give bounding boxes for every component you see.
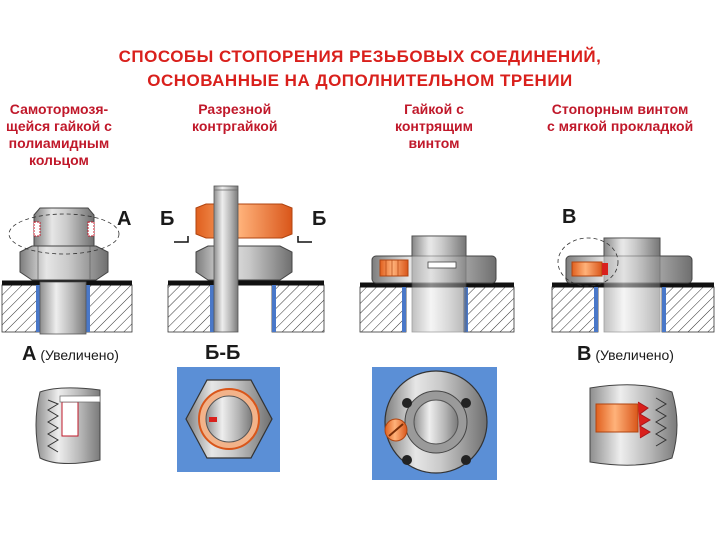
flange-view-panel bbox=[372, 367, 497, 480]
soft-gasket-zoom bbox=[637, 401, 651, 439]
caption-method-1-line-4: кольцом bbox=[29, 152, 89, 168]
caption-method-3: Гайкой с контрящим винтом bbox=[395, 101, 473, 152]
figure-split-locknut bbox=[167, 185, 325, 333]
section-mark-left bbox=[174, 236, 189, 243]
zoom-v-letter: В bbox=[577, 343, 592, 365]
figure-self-locking-nut bbox=[1, 207, 133, 335]
gasket-left-1 bbox=[36, 285, 40, 332]
split-locknut bbox=[195, 203, 293, 239]
zoom-a-letter: А bbox=[22, 343, 37, 365]
caption-method-4: Стопорным винтом с мягкой прокладкой bbox=[547, 101, 693, 135]
flange-hole-3 bbox=[402, 455, 412, 465]
plate-left-2 bbox=[167, 284, 215, 333]
caption-method-1-line-3: полиамидным bbox=[8, 135, 110, 151]
section-mark-right bbox=[297, 236, 312, 243]
zoom-view-a bbox=[35, 387, 101, 464]
section-bolt bbox=[205, 395, 253, 443]
plate-right-1 bbox=[85, 284, 133, 333]
gasket-right-1 bbox=[86, 285, 90, 332]
flange-hole-2 bbox=[461, 398, 471, 408]
soft-gasket-4 bbox=[602, 263, 608, 275]
flange-hole-4 bbox=[461, 455, 471, 465]
label-b-left: Б bbox=[160, 208, 175, 230]
locking-screw-3 bbox=[379, 259, 409, 277]
zoom-view-v bbox=[589, 384, 678, 466]
slot-3 bbox=[427, 261, 457, 269]
caption-method-1-line-1: Самотормозя- bbox=[9, 101, 109, 117]
label-v: В bbox=[562, 206, 577, 228]
zoom-v-text: (Увеличено) bbox=[595, 347, 674, 363]
polyamide-ring-left bbox=[33, 221, 41, 237]
set-screw-zoom bbox=[595, 403, 639, 433]
plate-left-1 bbox=[1, 284, 41, 333]
caption-method-2-line-1: Разрезной bbox=[198, 101, 272, 117]
caption-method-3-line-1: Гайкой с bbox=[404, 101, 464, 117]
caption-method-1-line-2: щейся гайкой с bbox=[6, 118, 112, 134]
zoom-v-caption: В (Увеличено) bbox=[577, 343, 674, 366]
diagram-title-line-1: СПОСОБЫ СТОПОРЕНИЯ РЕЗЬБОВЫХ СОЕДИНЕНИЙ, bbox=[118, 47, 602, 66]
zoom-circle-a bbox=[8, 213, 120, 255]
label-b-right: Б bbox=[312, 208, 327, 230]
caption-method-3-line-3: винтом bbox=[408, 135, 460, 151]
caption-method-2: Разрезной контргайкой bbox=[192, 101, 277, 135]
flange-hole-1 bbox=[402, 398, 412, 408]
flange-bolt bbox=[413, 399, 459, 445]
label-a: А bbox=[117, 208, 132, 230]
caption-method-2-line-2: контргайкой bbox=[192, 118, 278, 134]
section-bb-panel bbox=[177, 367, 280, 472]
caption-method-1: Самотормозя- щейся гайкой с полиамидным … bbox=[6, 101, 112, 169]
nut-hex-2 bbox=[195, 245, 293, 281]
section-bb-label: Б-Б bbox=[205, 342, 241, 364]
caption-method-4-line-2: с мягкой прокладкой bbox=[547, 118, 694, 134]
plate-right-2 bbox=[271, 284, 325, 333]
bolt-shank-2 bbox=[213, 185, 239, 333]
caption-method-3-line-2: контрящим bbox=[395, 118, 473, 134]
polyamide-insert-zoom bbox=[61, 401, 79, 437]
caption-method-4-line-1: Стопорным винтом bbox=[551, 101, 689, 117]
figure-set-screw-gasket bbox=[551, 237, 715, 333]
zoom-a-text: (Увеличено) bbox=[40, 347, 119, 363]
zoom-a-caption: А (Увеличено) bbox=[22, 343, 119, 366]
nut-hex-1 bbox=[19, 245, 109, 281]
diagram-title-line-2: ОСНОВАННЫЕ НА ДОПОЛНИТЕЛЬНОМ ТРЕНИИ bbox=[147, 71, 573, 90]
figure-nut-locking-screw bbox=[359, 235, 515, 333]
set-screw-4 bbox=[571, 261, 603, 277]
bolt-shank-1 bbox=[39, 281, 87, 335]
polyamide-ring-right bbox=[87, 221, 95, 237]
nut-top-ring-1 bbox=[33, 207, 95, 247]
zoom-circle-v bbox=[557, 237, 619, 287]
